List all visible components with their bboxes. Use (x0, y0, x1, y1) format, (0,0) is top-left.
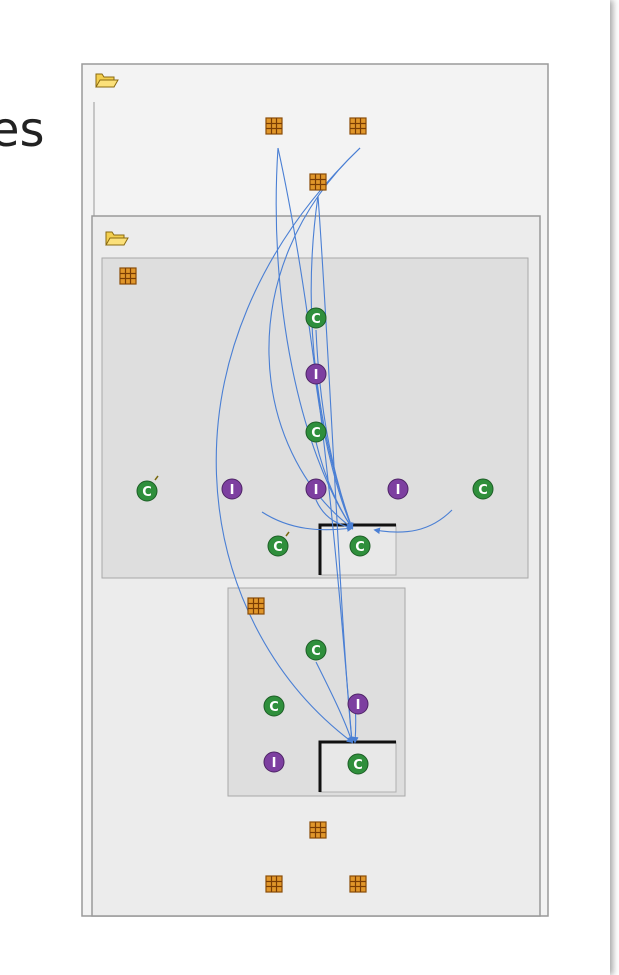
class-icon (267, 535, 289, 557)
package-icon (247, 597, 265, 615)
package-icon (265, 117, 283, 135)
class-icon (349, 535, 371, 557)
package-icon (119, 267, 137, 285)
package-icon (309, 173, 327, 191)
interface-icon (305, 363, 327, 385)
package-box-main (101, 257, 529, 579)
package-icon (265, 875, 283, 893)
class-icon (347, 753, 369, 775)
cropped-slide-text: es (0, 102, 45, 158)
package-icon (349, 875, 367, 893)
interface-icon (305, 478, 327, 500)
interface-icon (347, 693, 369, 715)
package-icon (309, 821, 327, 839)
interface-icon (387, 478, 409, 500)
selection-corner-lower (318, 740, 396, 792)
class-icon (305, 307, 327, 329)
class-icon (472, 478, 494, 500)
package-icon (349, 117, 367, 135)
class-icon (136, 480, 158, 502)
class-icon (263, 695, 285, 717)
interface-icon (263, 751, 285, 773)
class-icon (305, 639, 327, 661)
class-icon (305, 421, 327, 443)
selection-corner-upper (318, 523, 396, 575)
interface-icon (221, 478, 243, 500)
